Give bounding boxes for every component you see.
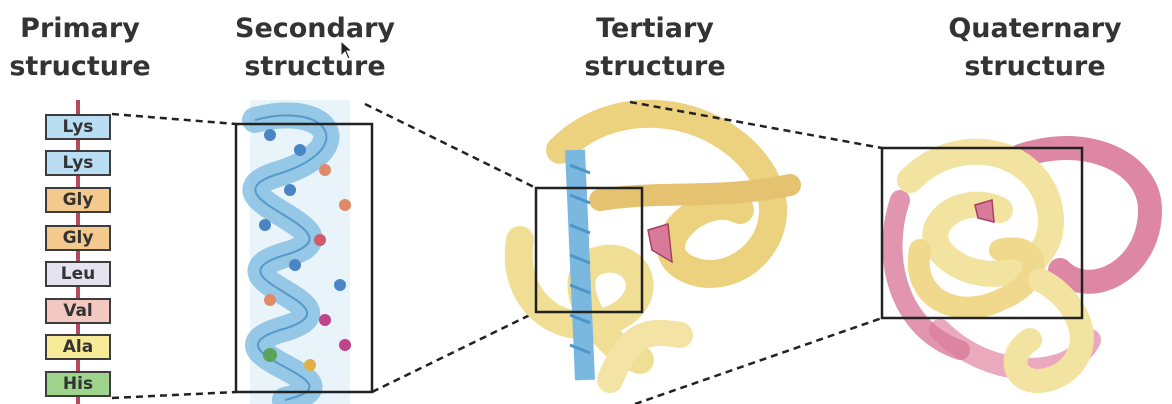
alpha-helix-illustration (250, 100, 351, 404)
residue-box: Ala (45, 334, 111, 360)
connector-dashed-line (112, 114, 236, 124)
connector-dashed-line (372, 312, 536, 392)
tertiary-fold-illustration (519, 114, 790, 380)
residue-box: Lys (45, 150, 111, 176)
residue-box: Gly (45, 225, 111, 251)
mouse-cursor-icon (340, 40, 354, 60)
residue-box: Leu (45, 261, 111, 287)
residue-box: His (45, 371, 111, 397)
connector-dashed-line (112, 392, 236, 398)
residue-box: Lys (45, 114, 111, 140)
residue-box: Val (45, 298, 111, 324)
quaternary-assembly-illustration (893, 148, 1151, 381)
connector-dashed-line (365, 104, 536, 188)
residue-box: Gly (45, 187, 111, 213)
